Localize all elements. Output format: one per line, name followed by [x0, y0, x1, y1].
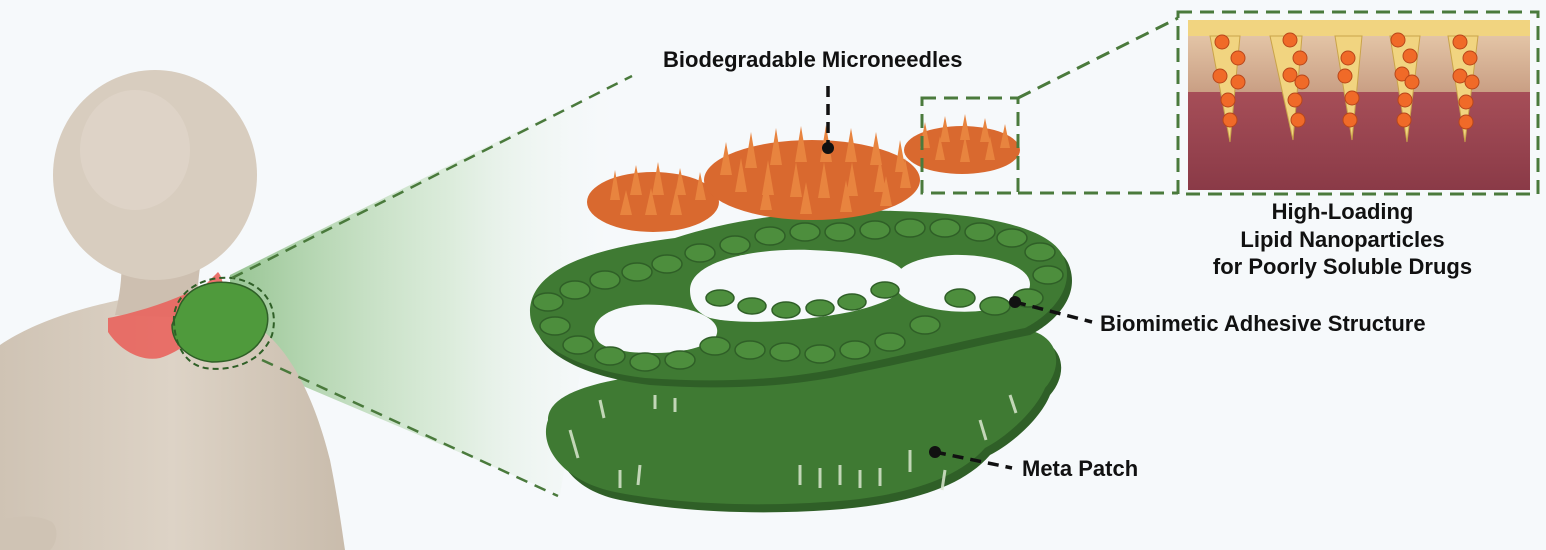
leader-dot-adhesive — [1009, 296, 1021, 308]
adhesive-ring-layer — [530, 210, 1072, 388]
label-lnp-line-3: for Poorly Soluble Drugs — [1212, 254, 1473, 279]
skin-cross-section-inset — [1176, 10, 1540, 196]
human-figure — [0, 70, 345, 550]
label-lnp-line-2: Lipid Nanoparticles — [1240, 226, 1445, 252]
microneedle-disc-right — [904, 126, 1020, 174]
label-biodegradable-microneedles: Biodegradable Microneedles — [663, 47, 963, 72]
label-lipid-nanoparticles: High-Loading Lipid Nanoparticles for Poo… — [1195, 198, 1490, 281]
figure-arm — [0, 516, 57, 550]
zoom-lines — [231, 74, 633, 498]
shoulder-patch — [171, 281, 269, 363]
leader-lines — [826, 86, 1093, 470]
zoom-box — [920, 96, 1020, 195]
figure-torso — [0, 293, 345, 550]
label-lnp-line-1: High-Loading — [1271, 199, 1414, 224]
leader-dot-meta — [929, 446, 941, 458]
label-biomimetic-adhesive-structure: Biomimetic Adhesive Structure — [1100, 311, 1426, 336]
shoulder-patch-outline — [172, 276, 275, 370]
magnification-beam — [230, 75, 630, 495]
microneedle-layer — [587, 114, 1020, 232]
microneedle-disc-center — [704, 140, 920, 220]
leader-dot-microneedles — [822, 142, 834, 154]
inset-frame — [1176, 10, 1540, 196]
label-meta-patch: Meta Patch — [1022, 456, 1139, 481]
